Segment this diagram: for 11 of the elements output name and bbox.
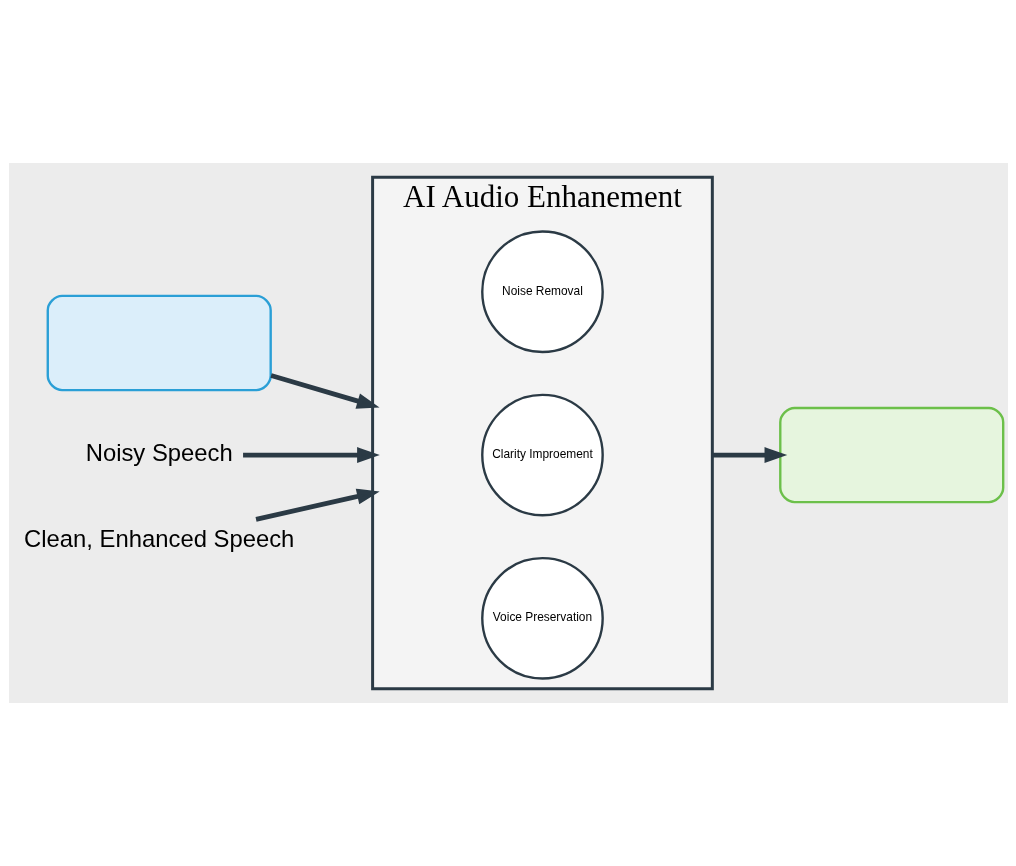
node-box [778,406,1004,504]
arrow [242,447,380,463]
arrow [269,373,380,409]
node-box [46,294,272,392]
node-circle: Voice Preservation [480,556,604,680]
node-text: Noisy Speech [85,439,233,467]
node-text: Clean, Enhanced Speech [23,524,294,552]
arrow [711,447,787,463]
node-circle: Clarity Improement [480,393,604,517]
node-circle: Noise Removal [480,230,604,354]
arrow [255,488,380,522]
